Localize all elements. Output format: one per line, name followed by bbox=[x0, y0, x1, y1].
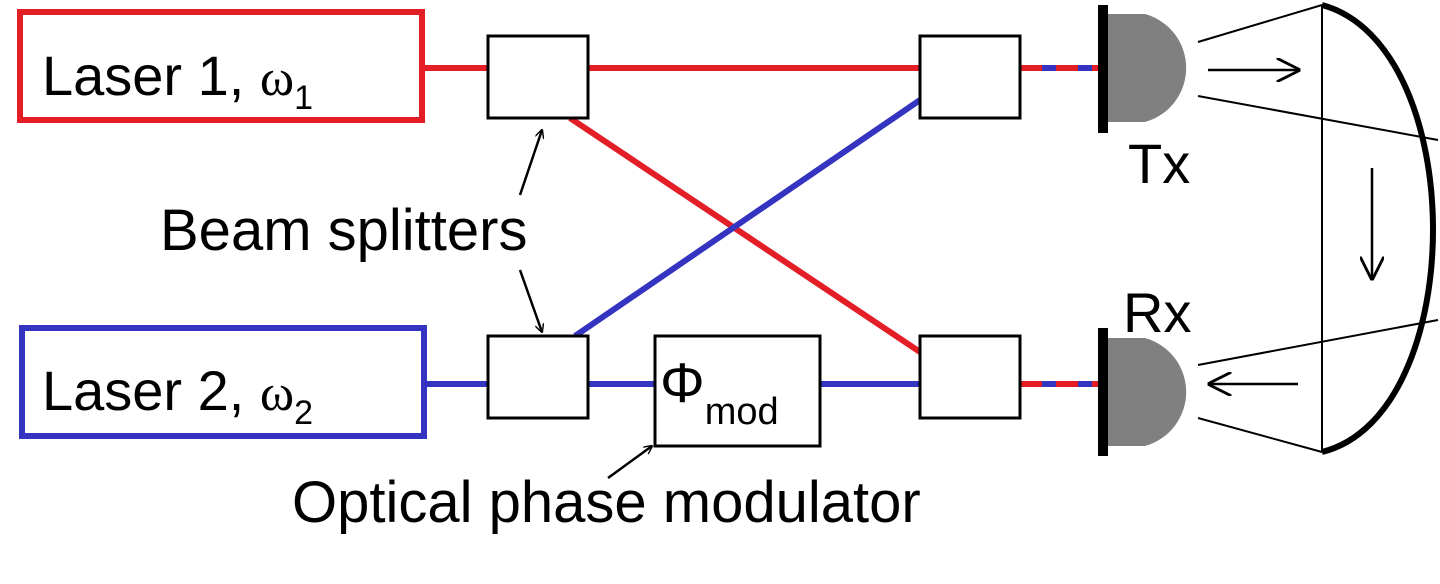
laser1-box bbox=[17, 9, 425, 123]
laser1-label: Laser 1, ω1 bbox=[42, 44, 313, 117]
beam-splitters-arrow-up bbox=[518, 130, 542, 196]
reflector-mirror bbox=[1321, 2, 1436, 455]
phase-modulator-box bbox=[653, 334, 822, 448]
rx-mount-bar bbox=[1098, 328, 1108, 456]
laser2-label: Laser 2, ω2 bbox=[42, 359, 313, 432]
beam-splitter-top-right bbox=[918, 34, 1022, 120]
rx-ray-upper bbox=[1197, 319, 1439, 366]
phase-modulator-symbol: Φmod bbox=[660, 351, 779, 433]
tx-detector-icon bbox=[1108, 14, 1187, 122]
beam-splitters-arrow-down bbox=[518, 269, 542, 332]
beam-splitter-bottom-right bbox=[918, 334, 1022, 420]
phase-modulator-caption: Optical phase modulator bbox=[292, 470, 921, 535]
blue-beam-diagonal bbox=[573, 97, 922, 339]
tx-label: Tx bbox=[1128, 132, 1190, 195]
tx-ray-lower bbox=[1197, 95, 1439, 141]
beam-splitter-bottom-left bbox=[486, 334, 590, 420]
laser2-box bbox=[19, 325, 427, 439]
beam-splitter-top-left bbox=[486, 34, 590, 120]
tx-ray-upper bbox=[1197, 4, 1323, 43]
tx-mount-bar bbox=[1098, 5, 1108, 133]
beam-splitters-label: Beam splitters bbox=[160, 198, 527, 263]
rx-detector-icon bbox=[1108, 338, 1187, 446]
red-beam-diagonal bbox=[568, 115, 922, 355]
rx-label: Rx bbox=[1123, 281, 1191, 344]
phase-modulator-arrow bbox=[607, 446, 652, 480]
rx-ray-lower bbox=[1197, 417, 1323, 453]
laser1-omega: ω bbox=[260, 50, 294, 107]
laser2-omega: ω bbox=[260, 365, 294, 422]
